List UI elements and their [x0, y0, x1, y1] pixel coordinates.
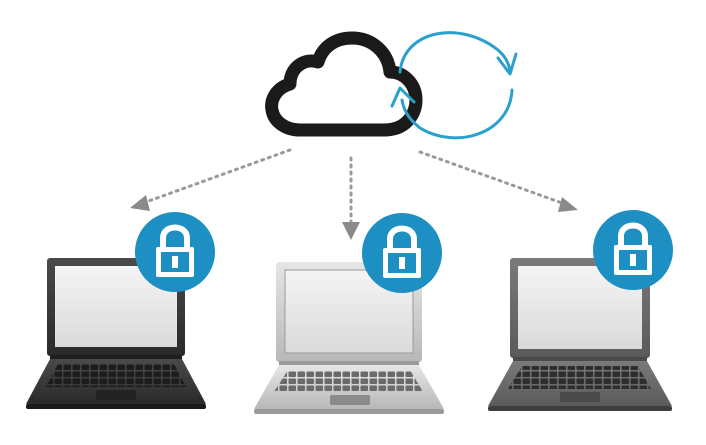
padlock-icon — [135, 212, 215, 292]
arrowhead-left — [130, 195, 150, 211]
connector-right — [418, 150, 578, 212]
connector-left — [130, 148, 292, 211]
arrowhead-right — [558, 197, 578, 212]
arrowhead-center — [342, 222, 360, 240]
padlock-icon — [362, 213, 442, 293]
sync-arrows-icon — [390, 31, 518, 140]
padlock-icon — [593, 210, 673, 290]
laptop-icon — [26, 258, 206, 409]
connector-center — [342, 156, 360, 240]
cloud-icon — [265, 31, 423, 137]
